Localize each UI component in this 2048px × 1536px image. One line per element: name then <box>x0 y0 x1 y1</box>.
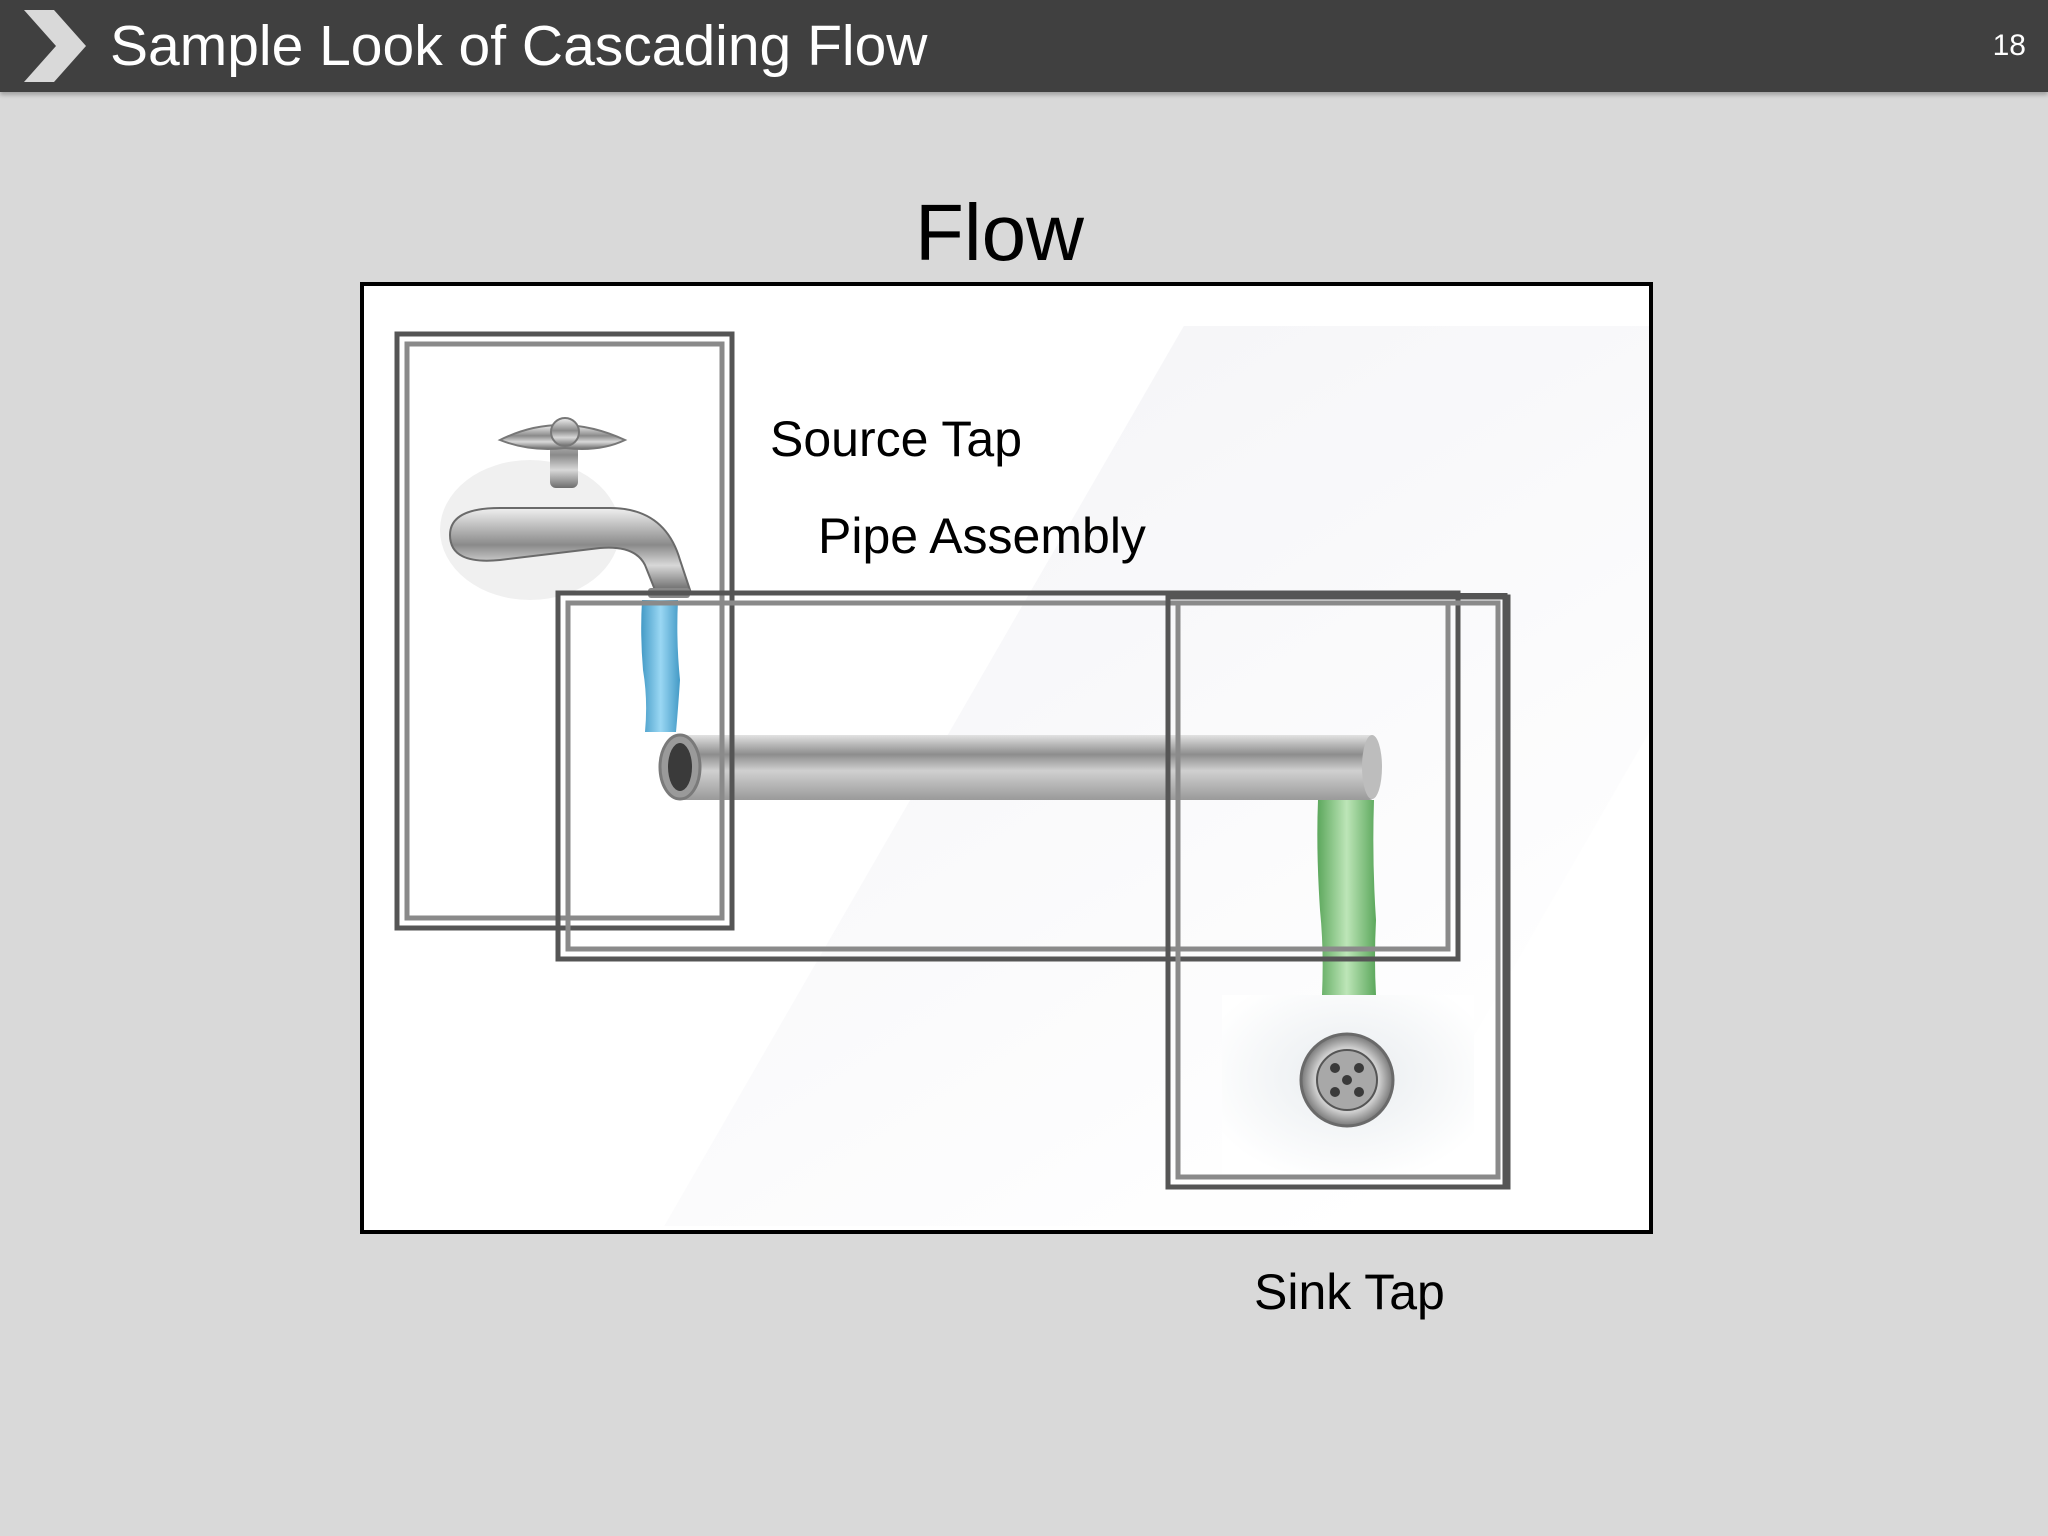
source-tap-label: Source Tap <box>770 411 1023 467</box>
slide-title: Sample Look of Cascading Flow <box>110 14 928 78</box>
pipe-assembly-label: Pipe Assembly <box>818 508 1146 564</box>
chevron-right-icon <box>24 10 86 82</box>
slide-header: Sample Look of Cascading Flow 18 <box>0 0 2048 92</box>
page-number: 18 <box>1992 29 2026 62</box>
sink-tap-label: Sink Tap <box>1254 1264 1445 1320</box>
diagram-title: Flow <box>915 188 1084 277</box>
